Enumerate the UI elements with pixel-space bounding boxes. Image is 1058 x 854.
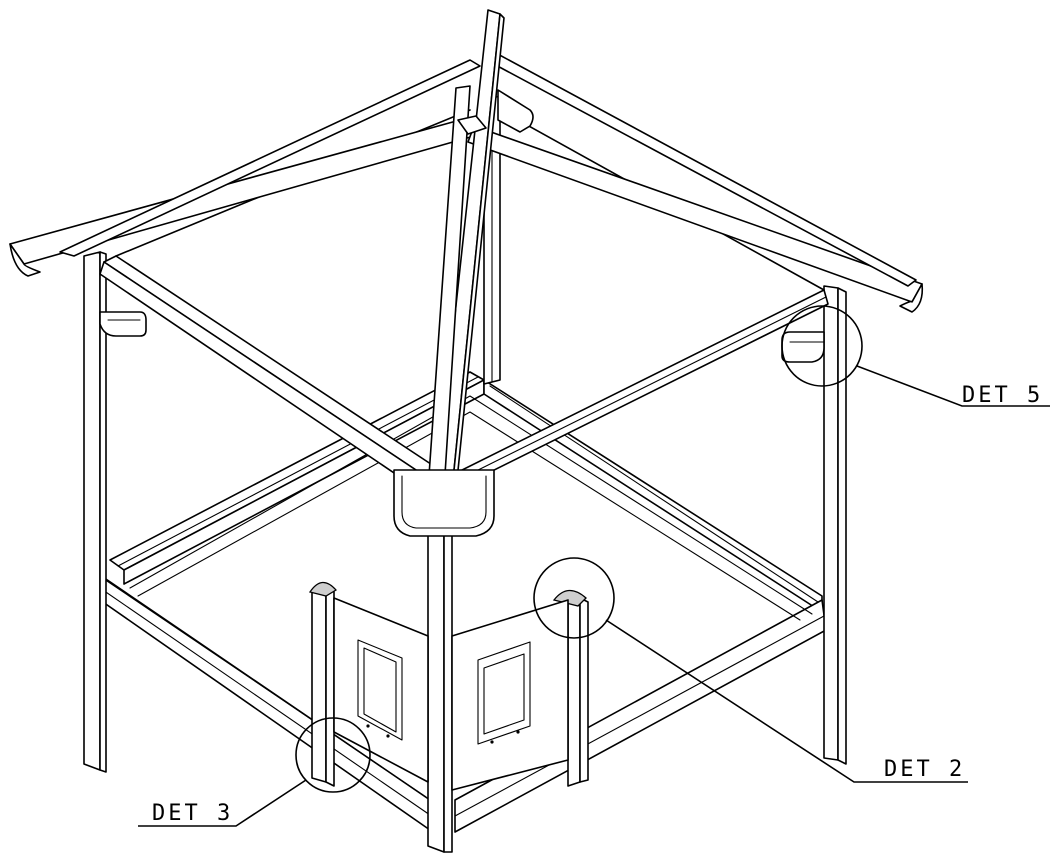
callout-det5: DET 5 (781, 305, 1050, 408)
det5-leader (856, 365, 1050, 407)
det2-leader (605, 619, 968, 783)
det3-circle (295, 717, 371, 793)
det3-label: DET 3 (152, 801, 233, 826)
det2-label: DET 2 (884, 757, 965, 782)
upper-beams (99, 109, 829, 501)
roof-rafters (9, 9, 924, 491)
callout-det3: DET 3 (138, 717, 371, 827)
det5-circle (781, 305, 863, 387)
base-frame (99, 371, 827, 833)
det5-label: DET 5 (962, 383, 1043, 408)
det2-circle (533, 557, 615, 639)
front-entry (308, 581, 589, 791)
det3-leader (138, 779, 307, 827)
corner-posts (83, 95, 847, 853)
callout-det2: DET 2 (533, 557, 968, 783)
brackets (99, 89, 825, 537)
